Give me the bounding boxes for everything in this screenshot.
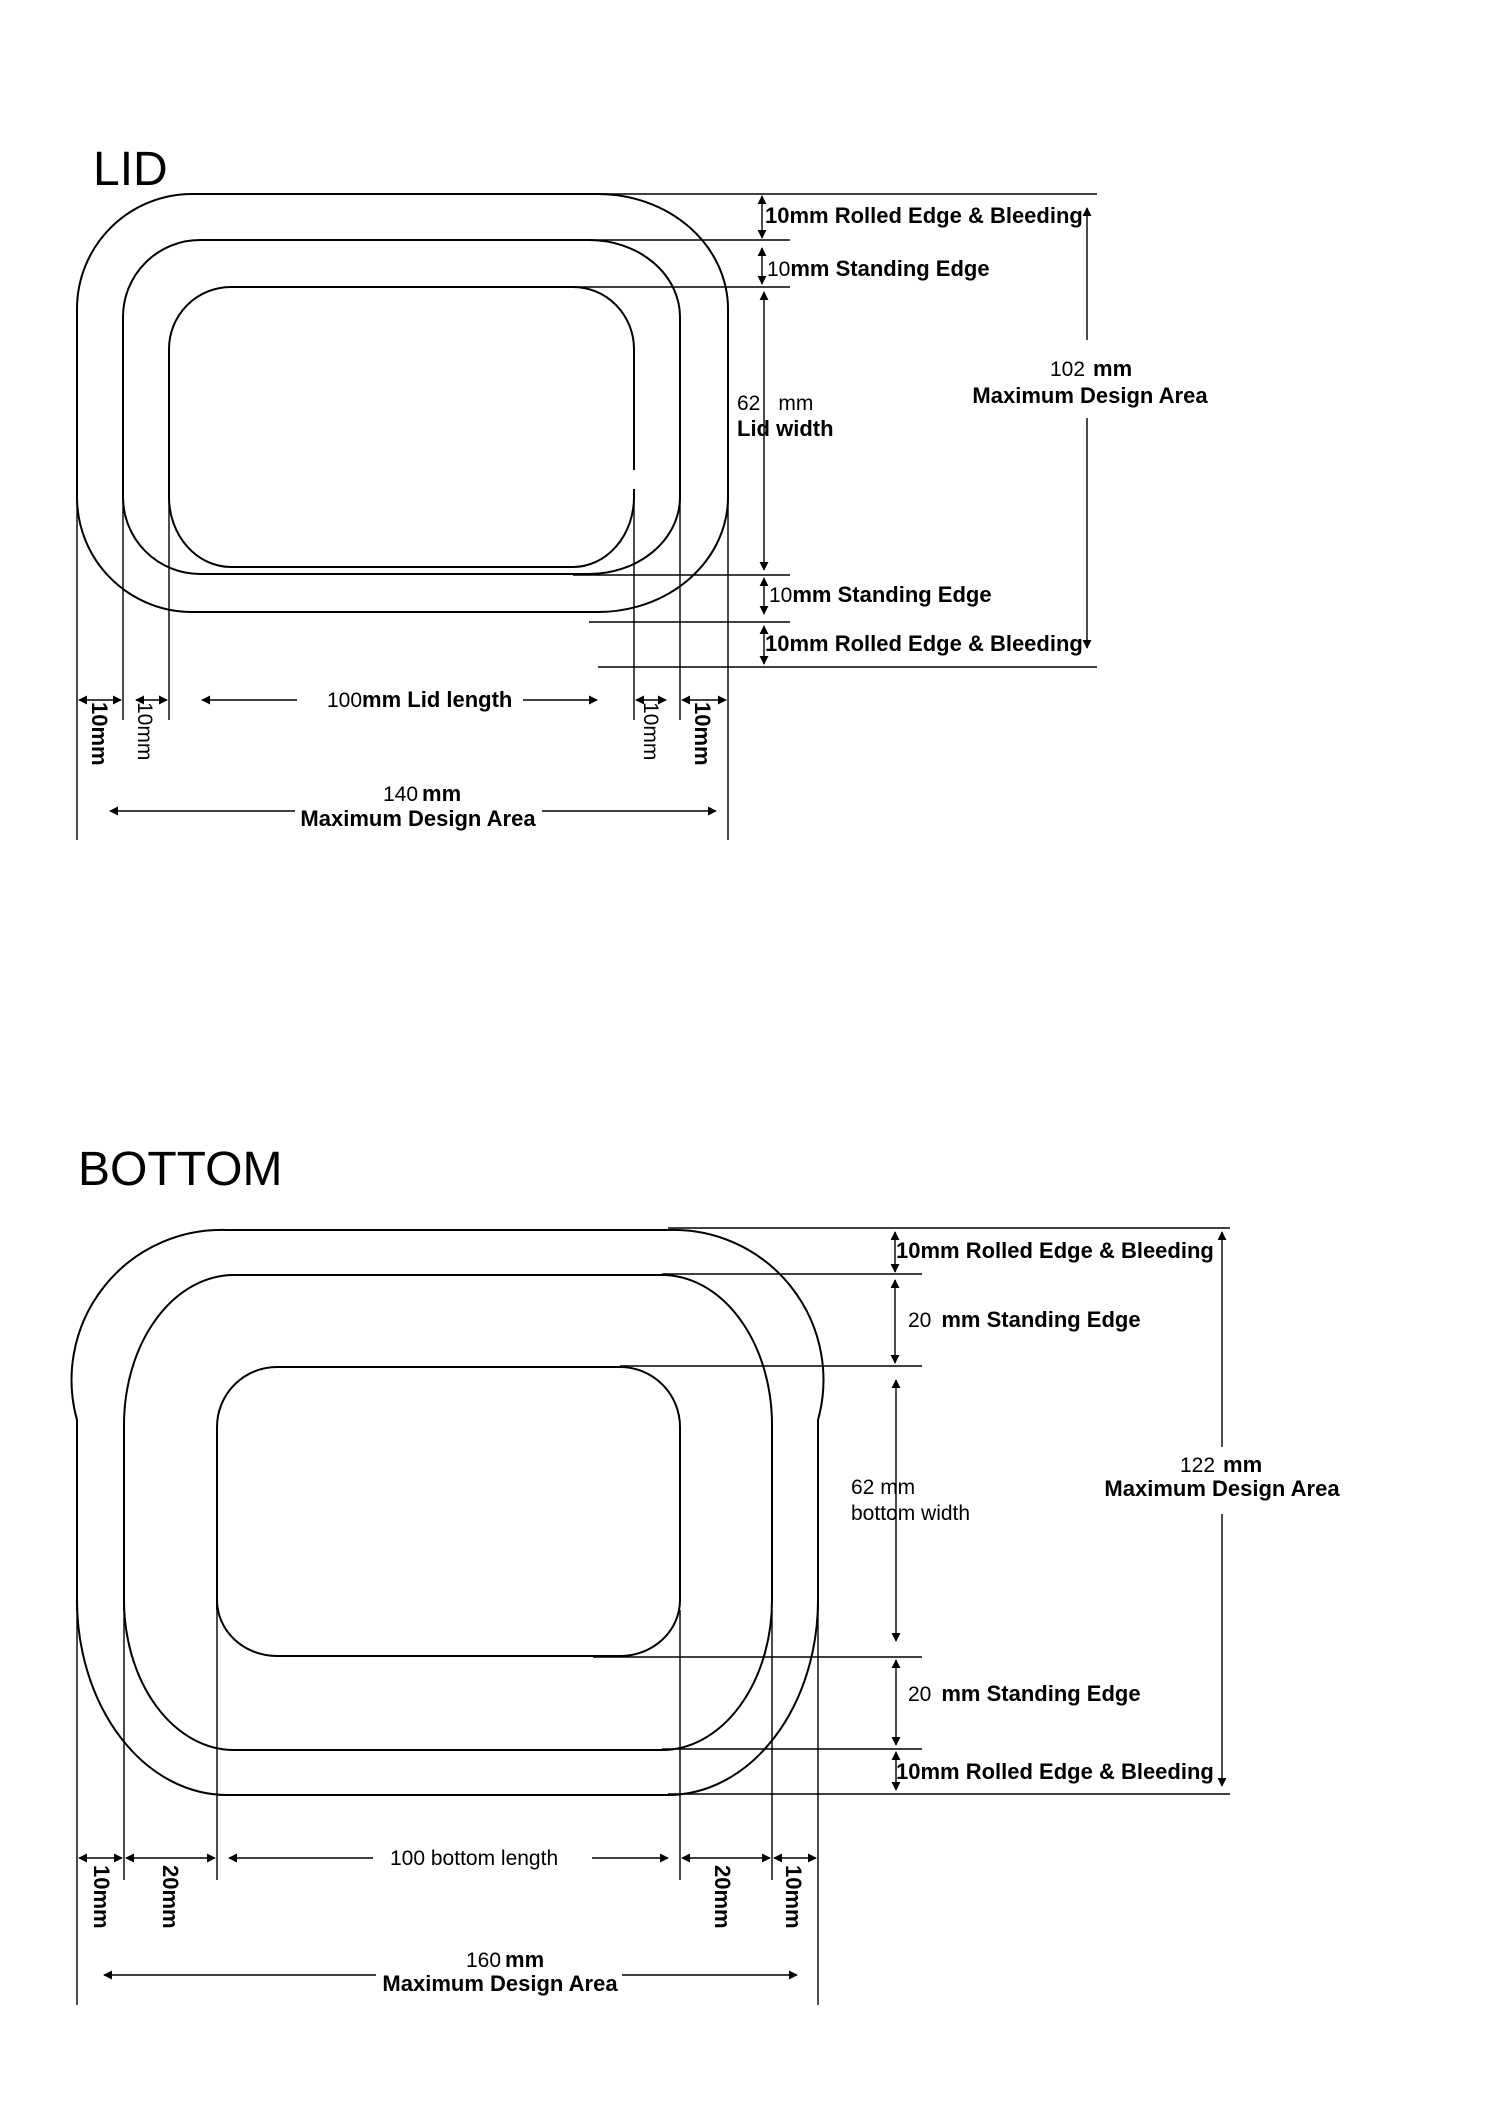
bottom-heading: BOTTOM <box>78 1143 282 1196</box>
bottom-guide-lines <box>76 1227 1230 2005</box>
bottom-bottom-rolled-label: 10mm Rolled Edge & Bleeding <box>896 1759 1214 1784</box>
lid-left-rolled-margin: 10mm <box>87 702 112 766</box>
bottom-top-rolled-label: 10mm Rolled Edge & Bleeding <box>896 1238 1214 1263</box>
bottom-outline <box>70 1228 825 1796</box>
lid-heading: LID <box>93 143 168 196</box>
bottom-inner-ring <box>216 1366 681 1600</box>
lid-max-height-label: Maximum Design Area <box>972 383 1208 408</box>
lid-right-rolled-margin: 10mm <box>690 702 715 766</box>
bottom-right-standing-margin: 20mm <box>710 1865 735 1929</box>
lid-guide-lines <box>76 193 1097 840</box>
bottom-length-label: 100 bottom length <box>390 1847 558 1870</box>
lid-inner-ring <box>168 286 635 489</box>
lid-right-standing-margin: 10mm <box>639 702 662 760</box>
bottom-left-standing-margin: 20mm <box>158 1865 183 1929</box>
lid-bottom-rolled-label: 10mm Rolled Edge & Bleeding <box>765 631 1083 656</box>
bottom-left-rolled-margin: 10mm <box>89 1865 114 1929</box>
bottom-width-value: 62 mm <box>851 1476 915 1499</box>
lid-max-width-label: Maximum Design Area <box>300 806 536 831</box>
lid-middle-ring <box>122 239 681 470</box>
bottom-max-width-label: Maximum Design Area <box>382 1971 618 1996</box>
lid-top-rolled-label: 10mm Rolled Edge & Bleeding <box>765 203 1083 228</box>
lid-top-standing-label: 10mm Standing Edge <box>767 256 990 281</box>
bottom-width-label: bottom width <box>851 1502 970 1525</box>
bottom-right-rolled-margin: 10mm <box>781 1865 806 1929</box>
bottom-max-height-label: Maximum Design Area <box>1104 1476 1340 1501</box>
bottom-middle-ring <box>123 1274 773 1600</box>
lid-section: LID <box>76 143 1208 840</box>
bottom-outer-ring <box>70 1228 825 1600</box>
lid-outline <box>76 193 729 613</box>
lid-left-standing-margin: 10mm <box>133 702 156 760</box>
lid-bottom-standing-label: 10mm Standing Edge <box>769 582 992 607</box>
lid-width-label: Lid width <box>737 416 834 441</box>
lid-length-label: 100mm Lid length <box>327 687 512 712</box>
bottom-section: BOTTOM <box>70 1143 1340 2005</box>
lid-outer-ring <box>76 193 729 470</box>
